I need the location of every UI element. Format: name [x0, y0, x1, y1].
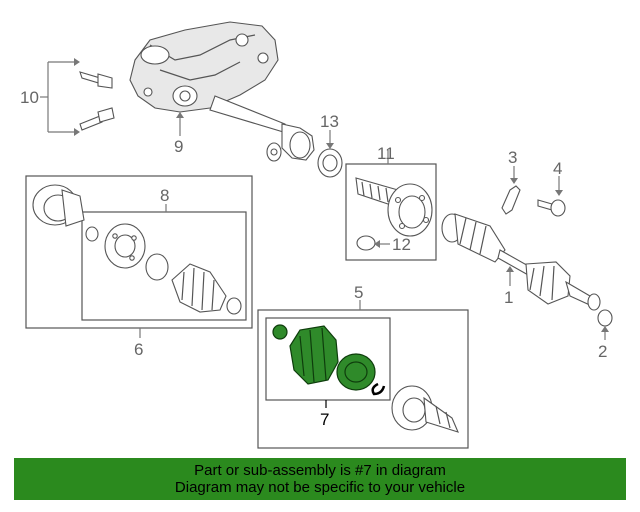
- callout-3: 3: [508, 148, 517, 167]
- banner-line-1: Part or sub-assembly is #7 in diagram: [194, 462, 446, 479]
- callout-12: 12: [392, 235, 411, 254]
- group-box-8: [81, 211, 247, 321]
- callout-numbers: 10 9 13 11 12 3 4 1 2 8 6 5 7: [20, 88, 607, 429]
- inner-joint-5: [391, 385, 459, 433]
- outer-joint-6: [32, 184, 85, 227]
- snap-ring-12: [356, 235, 376, 251]
- intermediate-shaft-11: [355, 177, 433, 237]
- callout-2: 2: [598, 342, 607, 361]
- bolt-4: [537, 199, 566, 217]
- callout-7: 7: [320, 410, 329, 429]
- group-box-5: [257, 309, 469, 449]
- bolts-10: [79, 71, 115, 131]
- info-banner: Part or sub-assembly is #7 in diagram Di…: [14, 458, 626, 500]
- bracket-3: [501, 185, 521, 215]
- callout-6: 6: [134, 340, 143, 359]
- callout-9: 9: [174, 137, 183, 156]
- callout-10: 10: [20, 88, 39, 107]
- cv-boot-7: [289, 325, 339, 385]
- nut-2: [597, 309, 613, 327]
- callout-8: 8: [160, 186, 169, 205]
- leader-lines: [40, 58, 609, 408]
- front-differential: [129, 21, 315, 162]
- callout-1: 1: [504, 288, 513, 307]
- seal-13: [317, 148, 343, 178]
- banner-line-2: Diagram may not be specific to your vehi…: [174, 479, 466, 496]
- group-box-6: [25, 175, 253, 329]
- group-box-11: [345, 163, 437, 261]
- small-clamp-7: [272, 324, 288, 340]
- callout-5: 5: [354, 283, 363, 302]
- group-box-7: [265, 317, 391, 401]
- callout-4: 4: [553, 159, 562, 178]
- boot-kit-8: [85, 223, 242, 315]
- callout-13: 13: [320, 112, 339, 131]
- callout-11: 11: [377, 144, 395, 163]
- snap-ring-7: [371, 382, 386, 396]
- axle-shaft-1: [441, 213, 601, 311]
- boot-kit-7[interactable]: [272, 324, 386, 396]
